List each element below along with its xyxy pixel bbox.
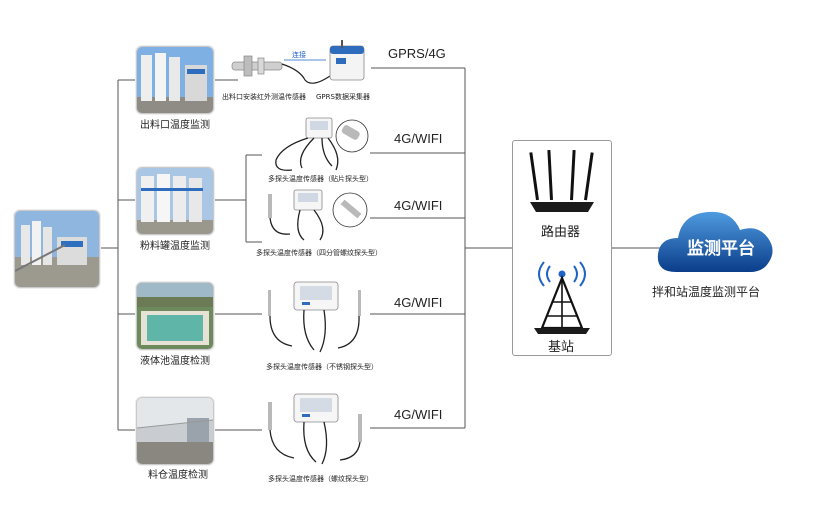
device-caption-infrared: 出料口安装红外测温传感器 xyxy=(222,93,306,101)
link-label-thread: 4G/WIFI xyxy=(394,407,443,422)
connector-text: 连接 xyxy=(292,51,306,59)
base-station-icon xyxy=(530,254,594,334)
material-silo-photo xyxy=(136,397,214,465)
router-icon xyxy=(526,146,598,216)
link-label-gprs: GPRS/4G xyxy=(388,46,446,61)
link-label-patch: 4G/WIFI xyxy=(394,131,443,146)
cloud-title: 监测平台 xyxy=(687,239,755,259)
thread-probe-sensor xyxy=(262,392,370,468)
branch-label-powder-tank: 粉料罐温度监测 xyxy=(140,241,210,252)
monitoring-platform-cloud: 监测平台 xyxy=(654,200,780,276)
gprs-collector-device xyxy=(328,40,366,84)
quarter-pipe-thread-sensor xyxy=(258,188,372,244)
mixing-station-photo xyxy=(14,210,100,288)
link-label-quarter-pipe: 4G/WIFI xyxy=(394,198,443,213)
device-caption-stainless: 多探头温度传感器（不锈钢探头型） xyxy=(266,363,378,371)
branch-label-liquid-pool: 液体池温度检测 xyxy=(140,356,210,367)
router-label: 路由器 xyxy=(541,225,581,240)
device-caption-patch: 多探头温度传感器（贴片探头型） xyxy=(268,175,373,183)
cloud-caption: 拌和站温度监测平台 xyxy=(652,285,761,299)
device-caption-thread: 多探头温度传感器（螺纹探头型） xyxy=(268,475,373,483)
link-label-stainless: 4G/WIFI xyxy=(394,295,443,310)
infrared-sensor-device xyxy=(228,50,290,82)
liquid-pool-photo xyxy=(136,282,214,350)
device-caption-gprs: GPRS数据采集器 xyxy=(316,93,370,101)
discharge-port-photo xyxy=(136,46,214,114)
powder-tank-photo xyxy=(136,167,214,235)
device-caption-quarter-pipe: 多探头温度传感器（四分管螺纹探头型） xyxy=(256,249,382,257)
branch-label-discharge: 出料口温度监测 xyxy=(140,120,210,131)
branch-label-material-silo: 料仓温度检测 xyxy=(148,470,208,481)
stainless-probe-sensor xyxy=(262,280,370,356)
base-station-label: 基站 xyxy=(548,340,575,355)
patch-probe-sensor xyxy=(262,116,372,174)
